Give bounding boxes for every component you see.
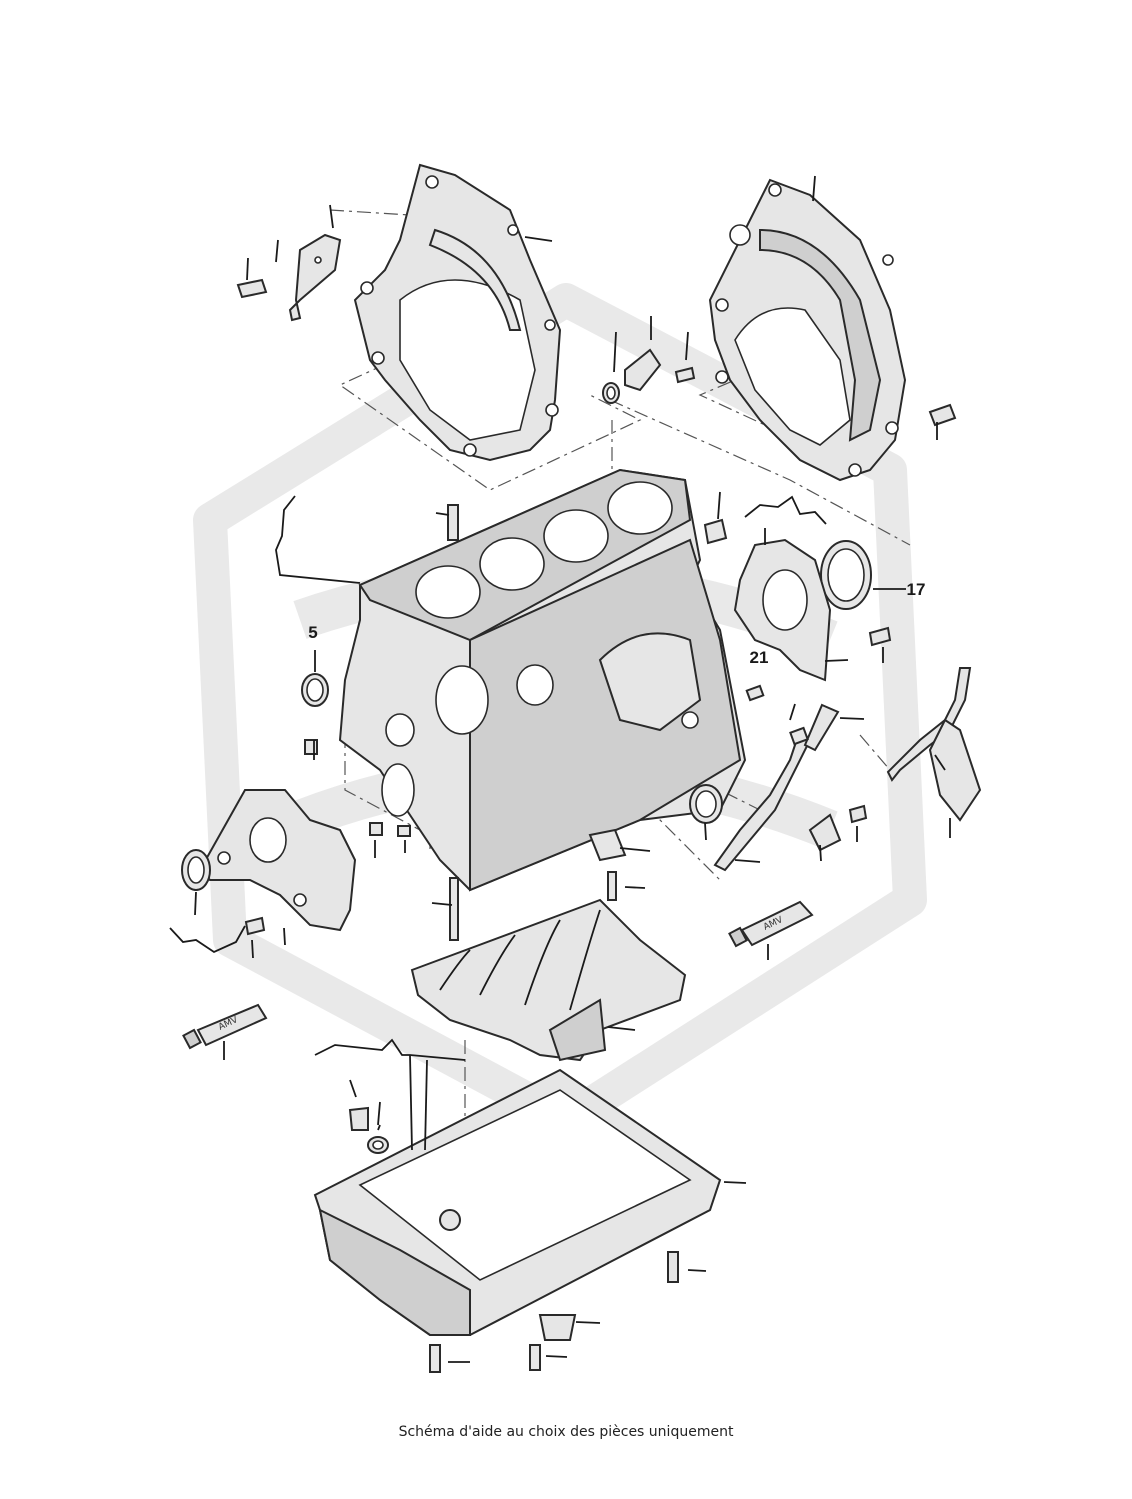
- diagram-caption: Schéma d'aide au choix des pièces unique…: [398, 1424, 734, 1440]
- dipstick-tube: [713, 667, 982, 872]
- seal-rings: [181, 382, 872, 1154]
- bolts: [236, 278, 957, 1373]
- oil-pan: [313, 1068, 722, 1336]
- cover-plate-small: [288, 233, 342, 322]
- rear-seal-flange: [733, 538, 832, 682]
- callout-21: 21: [750, 648, 769, 667]
- callout-labels: 5 17 21: [308, 580, 925, 667]
- rear-gasket-plate-left: [353, 163, 562, 462]
- leader-lines: [169, 175, 951, 1363]
- front-cover-housing: [198, 789, 357, 932]
- sealant-tube-2: AMV: [182, 1003, 268, 1050]
- callout-5: 5: [308, 623, 317, 642]
- rear-gasket-plate-right: [708, 178, 907, 482]
- sealant-tube-1: AMV: [728, 900, 814, 948]
- oil-baffle: [410, 898, 687, 1062]
- engine-block: [338, 468, 747, 892]
- callout-17: 17: [907, 580, 926, 599]
